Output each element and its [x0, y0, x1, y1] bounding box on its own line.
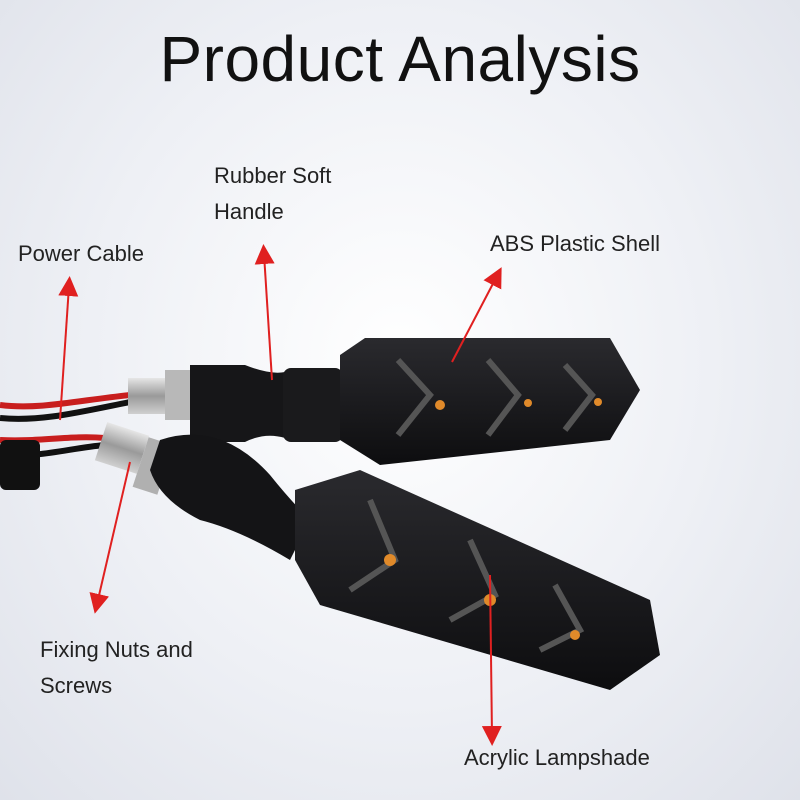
- label-power-cable: Power Cable: [18, 241, 144, 266]
- upper-bolt: [128, 378, 168, 414]
- arrow-fixing-nuts: [89, 461, 131, 614]
- arrow-acrylic-lampshade: [481, 574, 502, 746]
- label-abs-plastic-shell: ABS Plastic Shell: [490, 231, 660, 256]
- lower-abs-shell: [295, 470, 660, 690]
- label-fixing-nuts: Fixing Nuts and Screws: [40, 632, 193, 704]
- upper-nut: [165, 370, 191, 420]
- lower-turn-signal: [94, 422, 660, 690]
- arrow-rubber-handle: [254, 244, 275, 381]
- annotation-arrows: [58, 244, 502, 746]
- label-rubber-line2: Handle: [214, 199, 284, 224]
- upper-turn-signal: [128, 338, 640, 465]
- page-title: Product Analysis: [159, 23, 641, 95]
- arrow-abs-shell: [451, 267, 502, 363]
- label-rubber-line1: Rubber Soft: [214, 163, 332, 188]
- arrow-power-cable: [58, 276, 79, 421]
- label-fixing-line2: Screws: [40, 673, 113, 698]
- label-rubber-soft-handle: Rubber Soft Handle: [214, 158, 331, 230]
- label-acrylic-lampshade: Acrylic Lampshade: [464, 745, 650, 770]
- lower-bolt: [94, 422, 150, 474]
- label-fixing-line1: Fixing Nuts and: [40, 637, 193, 662]
- upper-abs-shell: [340, 338, 640, 465]
